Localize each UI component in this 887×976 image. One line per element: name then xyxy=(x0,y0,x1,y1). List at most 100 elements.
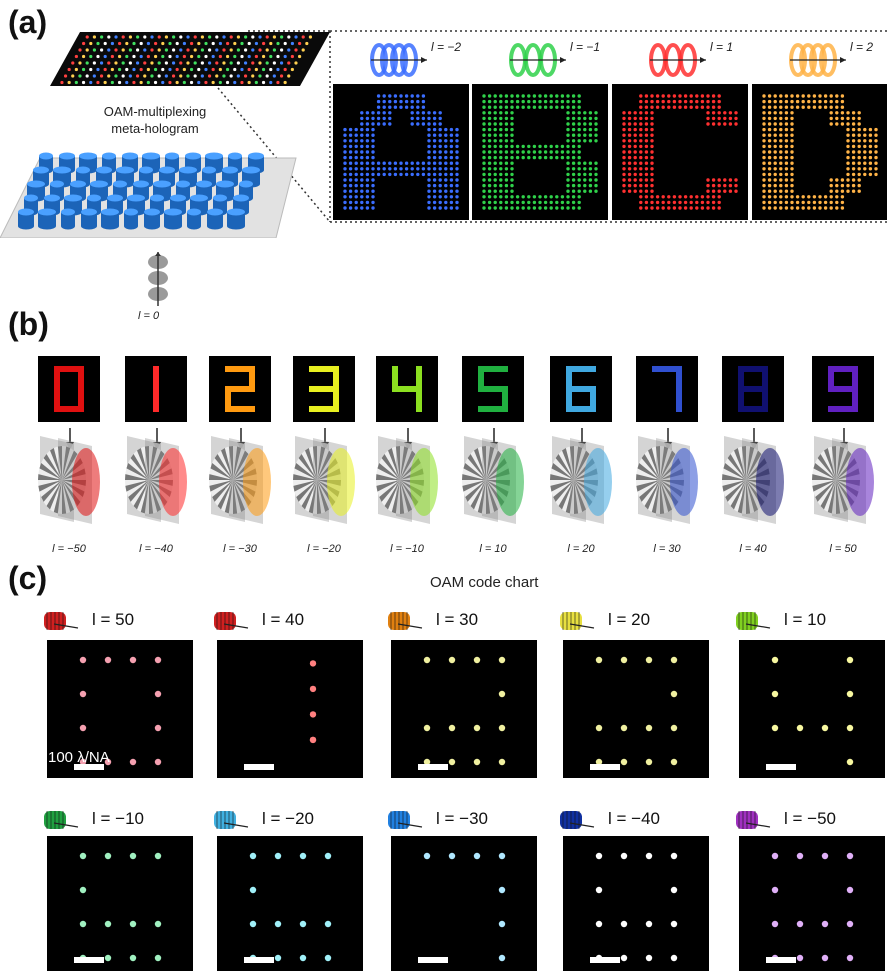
hologram-pixel xyxy=(100,35,104,39)
hologram-pixel xyxy=(139,67,143,72)
letter-dot xyxy=(588,178,593,182)
hologram-letter-tile xyxy=(752,84,887,220)
letter-dot xyxy=(571,116,576,121)
hologram-pixel xyxy=(208,35,212,39)
nanopillar-body xyxy=(96,170,112,184)
letter-dot xyxy=(627,172,632,177)
letter-dot xyxy=(482,206,486,210)
letter-dot xyxy=(482,105,486,109)
letter-dot xyxy=(449,139,454,143)
letter-dot xyxy=(639,178,643,182)
letter-dot xyxy=(868,150,873,154)
letter-dot xyxy=(790,144,794,149)
letter-dot xyxy=(348,161,353,165)
letter-dot xyxy=(371,150,375,154)
oam-beam-mini-icon xyxy=(736,811,771,829)
letter-dot xyxy=(706,206,710,210)
nanopillar-body xyxy=(24,198,38,212)
code-dot xyxy=(104,920,112,928)
hologram-pixel xyxy=(81,54,86,59)
letter-dot xyxy=(444,127,448,132)
hologram-pixel xyxy=(280,35,284,39)
letter-dot xyxy=(644,189,649,193)
letter-dot xyxy=(376,105,381,109)
letter-dot xyxy=(874,150,878,154)
letter-dot xyxy=(639,195,643,199)
letter-dot xyxy=(504,200,509,205)
hologram-pixel xyxy=(128,35,133,39)
letter-dot xyxy=(444,183,448,188)
letter-dot xyxy=(527,195,531,199)
letter-dot xyxy=(515,195,520,199)
letter-dot xyxy=(829,178,833,182)
letter-dot xyxy=(365,111,370,115)
letter-dot xyxy=(382,161,386,165)
hologram-pixel xyxy=(132,41,136,46)
letter-dot xyxy=(382,105,386,109)
letter-dot xyxy=(868,139,873,143)
code-dot xyxy=(595,886,603,894)
letter-dot xyxy=(627,183,632,188)
letter-dot xyxy=(438,150,442,154)
nanopillar-body xyxy=(248,156,264,170)
letter-dot xyxy=(840,94,845,98)
letter-dot xyxy=(566,127,570,132)
letter-dot xyxy=(650,200,654,205)
letter-dot xyxy=(510,139,514,143)
hologram-pixel xyxy=(110,80,114,85)
oam-beam-mini-icon xyxy=(736,612,771,630)
letter-dot xyxy=(717,178,721,182)
letter-dot xyxy=(818,195,822,199)
nanopillar-base xyxy=(124,222,138,230)
hologram-pixel xyxy=(254,41,259,46)
hologram-pixel xyxy=(279,61,284,65)
phase-plate-icon xyxy=(209,436,271,524)
letter-dot xyxy=(566,99,570,104)
letter-dot xyxy=(438,200,442,205)
letter-dot xyxy=(667,206,671,210)
letter-dot xyxy=(588,116,593,121)
letter-dot xyxy=(499,183,503,188)
hologram-pixel xyxy=(143,35,147,39)
letter-dot xyxy=(790,206,794,210)
letter-dot xyxy=(672,195,677,199)
letter-dot xyxy=(700,94,705,98)
hologram-pixel xyxy=(279,74,284,78)
letter-dot xyxy=(762,99,766,104)
letter-dot xyxy=(639,167,643,171)
letter-dot xyxy=(639,94,643,98)
letter-dot xyxy=(627,178,632,182)
nanopillar-top xyxy=(101,208,119,216)
scale-bar xyxy=(74,764,104,770)
letter-dot xyxy=(795,206,800,210)
letter-dot xyxy=(767,111,772,115)
letter-dot xyxy=(762,195,766,199)
letter-dot xyxy=(706,111,710,115)
letter-dot xyxy=(639,183,643,188)
nanopillar-body xyxy=(87,198,101,212)
letter-dot xyxy=(650,189,654,193)
letter-dot xyxy=(851,139,856,143)
letter-dot xyxy=(790,167,794,171)
letter-dot xyxy=(835,195,839,199)
letter-dot xyxy=(348,178,353,182)
letter-dot xyxy=(427,111,431,115)
letter-dot xyxy=(650,139,654,143)
nanopillar-base xyxy=(61,222,75,230)
digit-oam-label: l = −20 xyxy=(307,543,341,555)
letter-dot xyxy=(773,200,777,205)
letter-dot xyxy=(482,167,486,171)
letter-dot xyxy=(499,167,503,171)
letter-dot xyxy=(633,155,637,160)
letter-dot xyxy=(482,133,486,137)
letter-dot xyxy=(577,111,581,115)
letter-dot xyxy=(639,206,643,210)
letter-dot xyxy=(410,105,414,109)
code-dot xyxy=(645,852,653,860)
letter-dot xyxy=(504,139,509,143)
letter-dot xyxy=(360,116,364,121)
code-pattern-tile xyxy=(47,640,193,778)
projection-lines xyxy=(217,30,887,223)
letter-dot xyxy=(661,99,665,104)
nanopillar-body xyxy=(70,184,86,198)
